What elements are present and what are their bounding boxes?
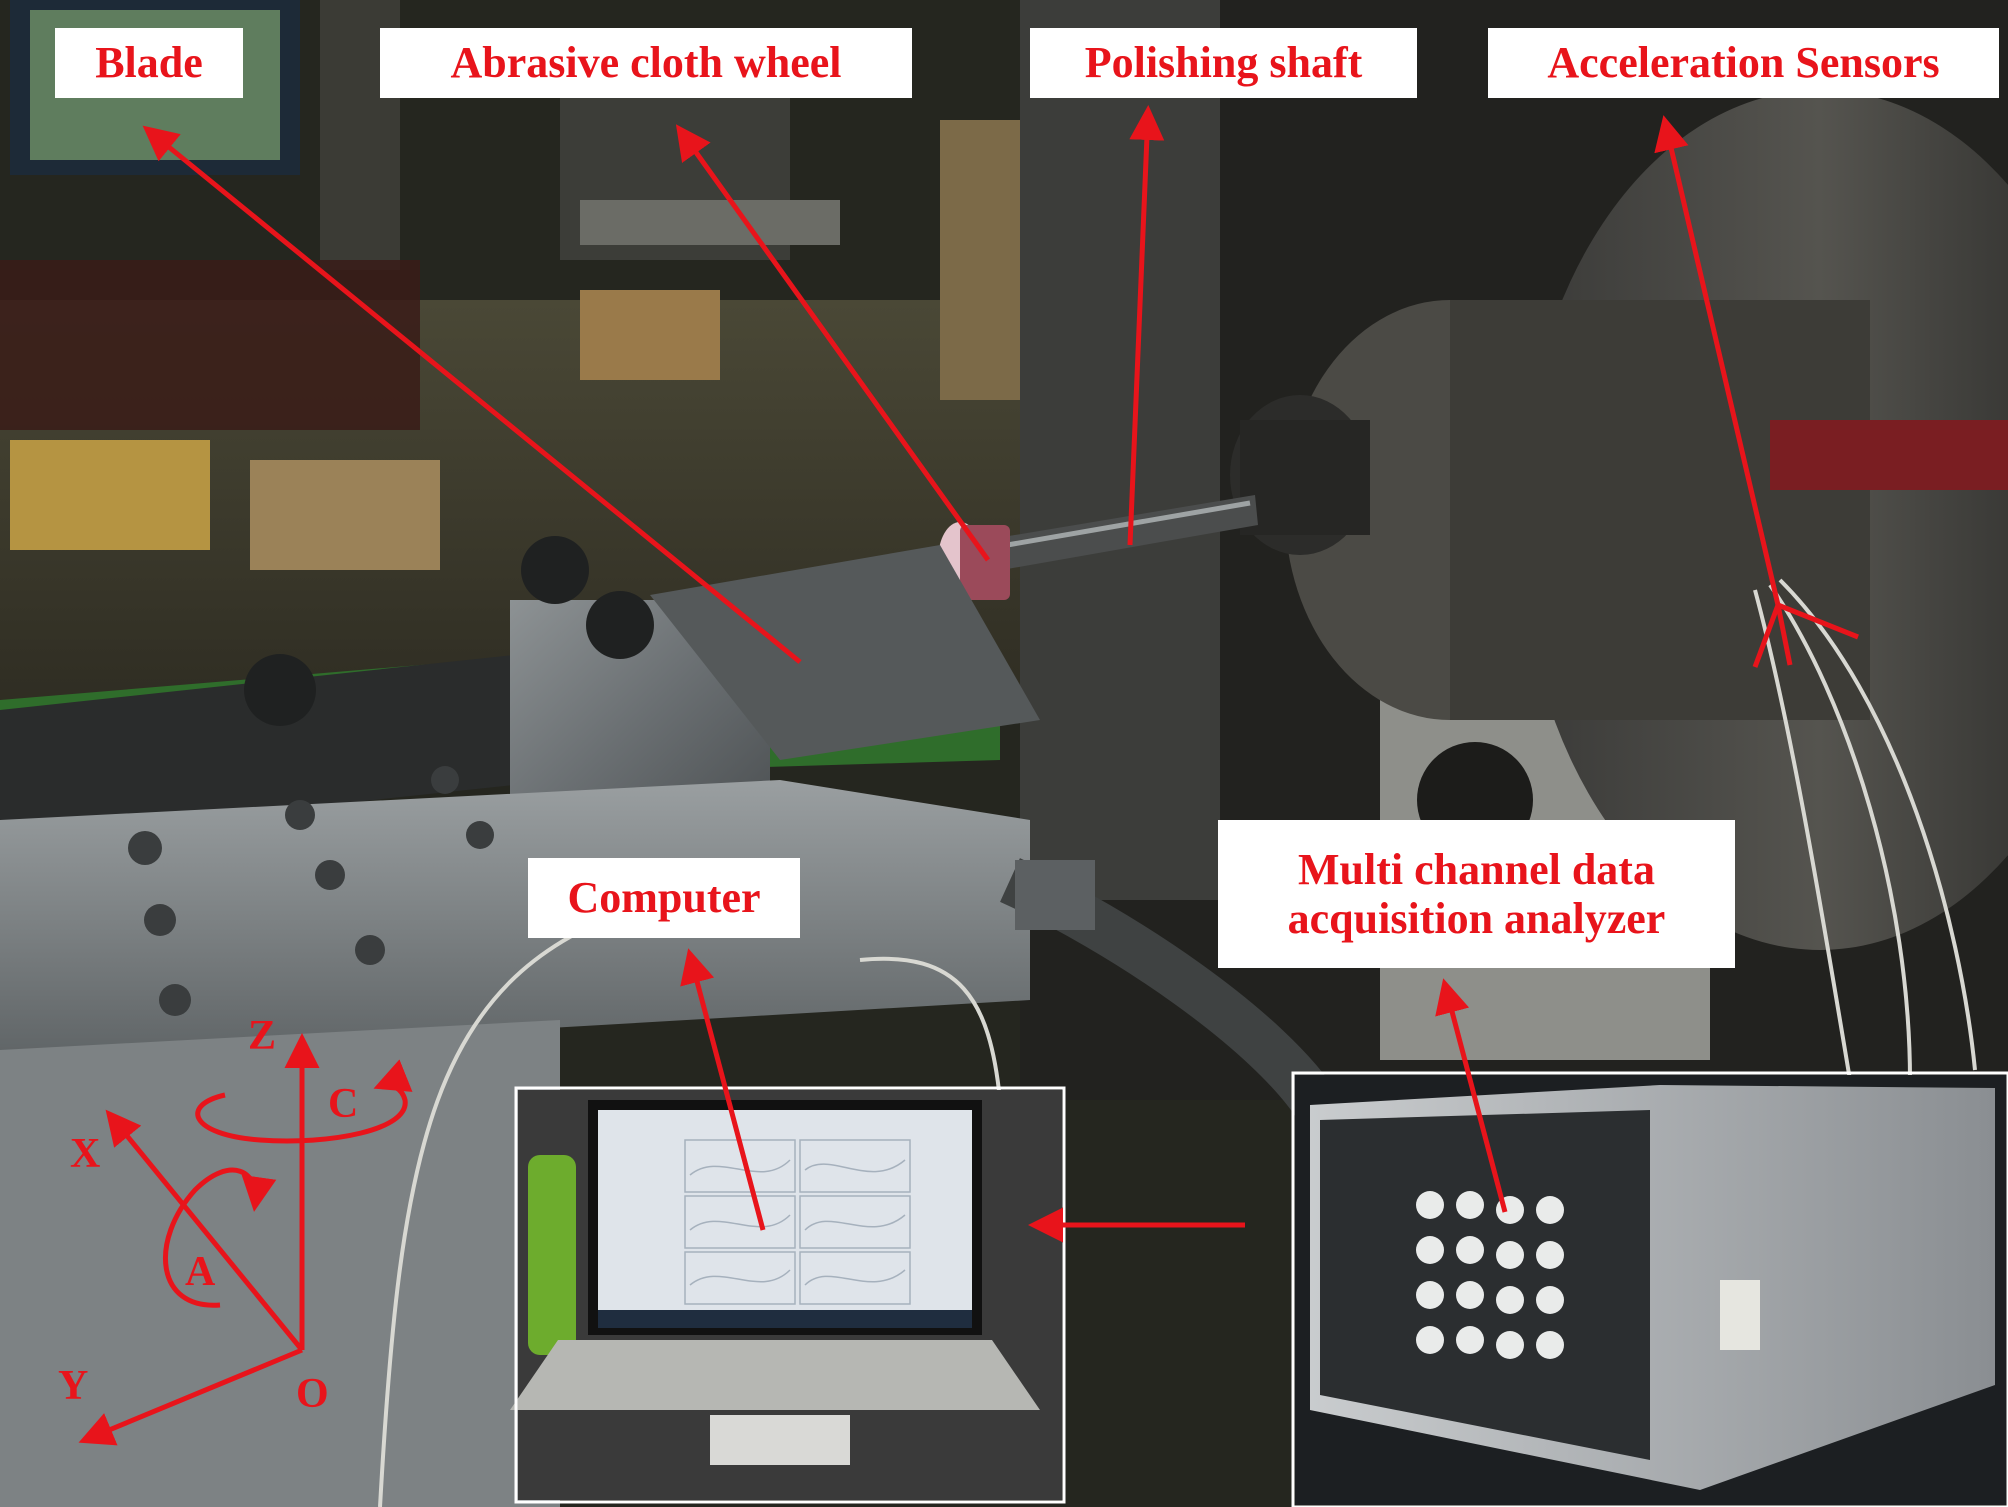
sensor-fork-lines (1752, 602, 1859, 668)
label-blade: Blade (55, 28, 243, 98)
axis-label-y: Y (58, 1363, 89, 1409)
label-blade-text: Blade (95, 38, 203, 88)
label-abrasive-cloth-wheel-text: Abrasive cloth wheel (450, 38, 842, 88)
label-analyzer-line-1: Multi channel data (1298, 844, 1655, 894)
rotation-a-arrow (163, 1167, 277, 1308)
axis-label-x: X (70, 1131, 101, 1177)
axis-label-o: O (296, 1371, 329, 1417)
computer-inset-frame (514, 1086, 1066, 1504)
arrow-polishing-shaft (1127, 105, 1165, 546)
coolant-hose (1000, 858, 1341, 1124)
axis-label-c: C (328, 1081, 359, 1127)
polishing-shaft-photo (985, 495, 1258, 572)
rotation-c-arrow (195, 1059, 413, 1144)
label-data-acquisition-analyzer: Multi channel data acquisition analyzer (1218, 820, 1735, 968)
arrow-analyzer (1435, 978, 1508, 1213)
analyzer-inset (1295, 1075, 2007, 1505)
label-analyzer-line-2: acquisition analyzer (1287, 894, 1666, 943)
arrow-acceleration-sensors (1654, 115, 1781, 606)
label-acceleration-sensors: Acceleration Sensors (1488, 28, 1999, 98)
axis-y-arrow (78, 1347, 303, 1446)
label-abrasive-cloth-wheel: Abrasive cloth wheel (380, 28, 912, 98)
axis-label-z: Z (248, 1013, 277, 1059)
label-polishing-shaft-text: Polishing shaft (1084, 38, 1363, 88)
arrow-abrasive-wheel (675, 124, 991, 562)
label-computer: Computer (528, 858, 800, 938)
axis-label-a: A (185, 1249, 216, 1295)
label-computer-text: Computer (567, 873, 761, 923)
analyzer-inset-frame (1291, 1071, 2008, 1507)
axis-x-arrow (105, 1109, 304, 1352)
sensor-cables (378, 578, 1977, 1507)
label-polishing-shaft: Polishing shaft (1030, 28, 1417, 98)
arrow-blade (142, 125, 802, 664)
computer-inset (510, 1090, 1062, 1500)
arrow-computer (680, 948, 766, 1231)
coordinate-axes (78, 1033, 413, 1446)
label-acceleration-sensors-text: Acceleration Sensors (1547, 38, 1940, 88)
